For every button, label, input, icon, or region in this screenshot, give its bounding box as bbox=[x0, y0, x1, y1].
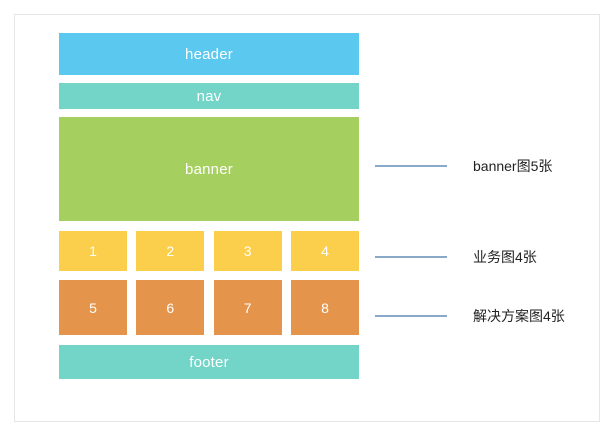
block-banner[interactable]: banner bbox=[59, 117, 359, 221]
solution-annotation-label: 解决方案图4张 bbox=[473, 308, 565, 324]
block-footer-label: footer bbox=[189, 353, 229, 371]
business-tile-label: 4 bbox=[321, 243, 329, 259]
banner-annotation: banner图5张 bbox=[375, 157, 552, 175]
solution-tile-row: 5 6 7 8 bbox=[59, 280, 359, 335]
business-tile[interactable]: 4 bbox=[290, 231, 359, 271]
leader-line-icon bbox=[375, 256, 447, 258]
solution-tile[interactable]: 5 bbox=[59, 280, 127, 335]
block-header-label: header bbox=[185, 45, 233, 63]
solution-annotation: 解决方案图4张 bbox=[375, 307, 565, 325]
business-tile[interactable]: 3 bbox=[213, 231, 282, 271]
wireframe-column: header nav banner 1 2 3 4 5 bbox=[59, 33, 359, 379]
business-tile-label: 3 bbox=[243, 243, 252, 259]
block-banner-label: banner bbox=[185, 160, 233, 178]
business-tile[interactable]: 2 bbox=[136, 231, 205, 271]
business-tile[interactable]: 1 bbox=[59, 231, 127, 271]
leader-line-icon bbox=[375, 165, 447, 167]
solution-tile-label: 8 bbox=[321, 299, 329, 316]
business-annotation-label: 业务图4张 bbox=[473, 249, 537, 265]
block-nav-label: nav bbox=[196, 87, 222, 105]
block-footer[interactable]: footer bbox=[59, 345, 359, 379]
solution-tile[interactable]: 8 bbox=[290, 280, 359, 335]
leader-line-icon bbox=[375, 315, 447, 317]
business-tile-row: 1 2 3 4 bbox=[59, 231, 359, 271]
block-nav[interactable]: nav bbox=[59, 83, 359, 109]
business-tile-label: 2 bbox=[166, 243, 175, 259]
solution-tile-label: 6 bbox=[166, 299, 175, 316]
solution-tile-label: 5 bbox=[89, 299, 97, 316]
business-annotation: 业务图4张 bbox=[375, 248, 537, 266]
solution-tile[interactable]: 6 bbox=[136, 280, 205, 335]
solution-tile-label: 7 bbox=[243, 299, 252, 316]
business-tile-label: 1 bbox=[89, 243, 97, 259]
banner-annotation-label: banner图5张 bbox=[473, 158, 553, 174]
solution-tile[interactable]: 7 bbox=[213, 280, 282, 335]
diagram-frame: header nav banner 1 2 3 4 5 bbox=[14, 14, 600, 422]
block-header[interactable]: header bbox=[59, 33, 359, 75]
